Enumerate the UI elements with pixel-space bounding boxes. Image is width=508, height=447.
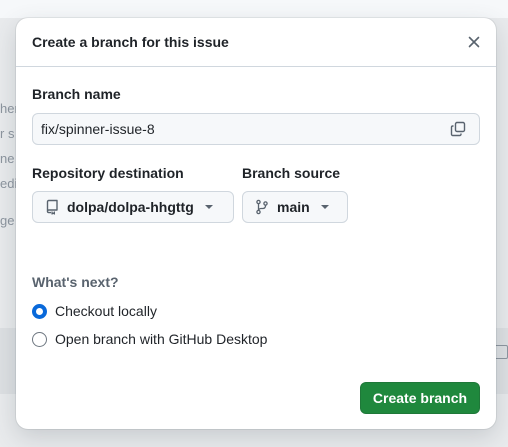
dialog-title: Create a branch for this issue	[32, 34, 229, 50]
close-button[interactable]	[462, 30, 486, 54]
background-text-fragment: edi	[0, 176, 18, 191]
background-text-fragment: her	[0, 101, 19, 116]
github-desktop-label: Open branch with GitHub Desktop	[55, 331, 268, 347]
background-text-fragment: r s	[0, 126, 15, 141]
git-branch-icon	[256, 199, 268, 215]
branch-name-label: Branch name	[32, 86, 121, 102]
branch-source-label: Branch source	[242, 165, 341, 181]
checkout-locally-radio[interactable]	[32, 303, 47, 319]
background-text-fragment: ge	[0, 213, 15, 228]
whats-next-label: What's next?	[32, 274, 119, 290]
checkout-locally-label: Checkout locally	[55, 303, 157, 319]
github-desktop-radio[interactable]	[32, 331, 47, 347]
repo-destination-dropdown[interactable]: dolpa/dolpa-hhgttg	[32, 191, 234, 223]
page-header-bg	[0, 0, 508, 18]
copy-icon	[450, 121, 466, 137]
triangle-down-icon	[320, 205, 329, 209]
branch-source-value: main	[277, 199, 310, 215]
github-desktop-option[interactable]: Open branch with GitHub Desktop	[32, 331, 267, 347]
copy-button[interactable]	[449, 120, 467, 138]
close-icon	[468, 36, 480, 48]
triangle-down-icon	[204, 205, 213, 209]
background-copy-icon	[494, 345, 508, 359]
branch-name-input[interactable]	[41, 114, 449, 144]
create-branch-dialog: Create a branch for this issue Branch na…	[16, 18, 496, 429]
branch-name-field[interactable]	[32, 113, 480, 145]
repo-destination-value: dolpa/dolpa-hhgttg	[67, 199, 194, 215]
branch-source-dropdown[interactable]: main	[242, 191, 348, 223]
background-text-fragment: ne	[0, 151, 15, 166]
repo-icon	[46, 199, 58, 215]
repo-destination-label: Repository destination	[32, 165, 184, 181]
checkout-locally-option[interactable]: Checkout locally	[32, 303, 157, 319]
dialog-header: Create a branch for this issue	[16, 18, 496, 67]
create-branch-button[interactable]: Create branch	[360, 382, 480, 414]
